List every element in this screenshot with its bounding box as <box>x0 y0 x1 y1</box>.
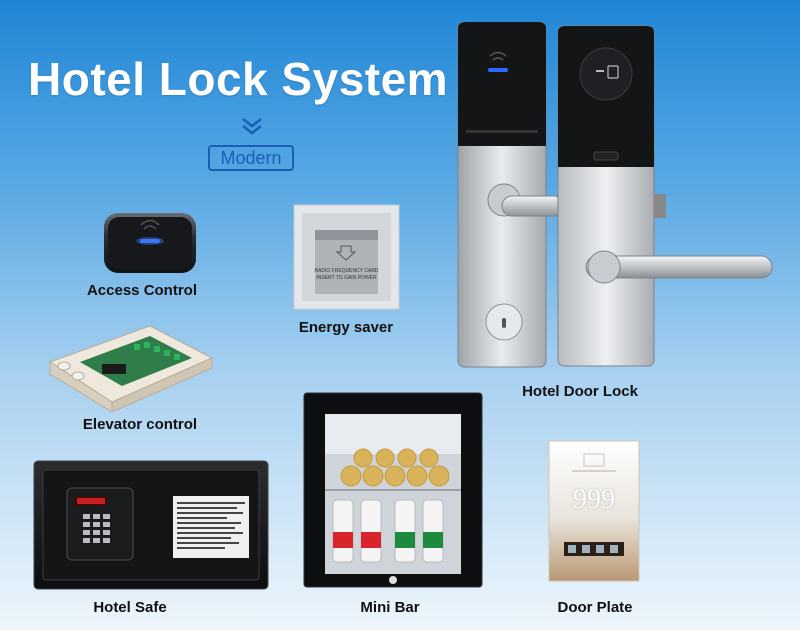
door-plate-label: Door Plate <box>557 599 633 616</box>
mini-bar-image <box>303 392 483 588</box>
access-control-device-image <box>104 213 196 273</box>
chevron-down-icon <box>242 118 262 135</box>
hotel-safe-label: Hotel Safe <box>93 599 167 616</box>
hotel-safe-image <box>33 460 269 590</box>
access-control-label: Access Control <box>86 282 198 299</box>
modern-badge: Modern <box>208 145 294 171</box>
energy-saver-card-text-1: RADIO FREQUENCY CARD <box>314 268 379 274</box>
energy-saver-label: Energy saver <box>298 319 394 336</box>
energy-saver-image <box>293 204 400 310</box>
elevator-control-box-image <box>48 325 214 412</box>
door-plate-number: 999 <box>573 484 615 515</box>
energy-saver-card-text-2: INSERT TO GAIN POWER <box>316 275 377 281</box>
door-lock-left-image <box>457 22 564 368</box>
elevator-control-label: Elevator control <box>82 416 198 433</box>
door-lock-label: Hotel Door Lock <box>522 383 638 400</box>
door-plate-image <box>548 440 640 582</box>
mini-bar-label: Mini Bar <box>360 599 420 616</box>
door-lock-right-image <box>557 25 773 367</box>
page-title: Hotel Lock System <box>28 53 449 105</box>
